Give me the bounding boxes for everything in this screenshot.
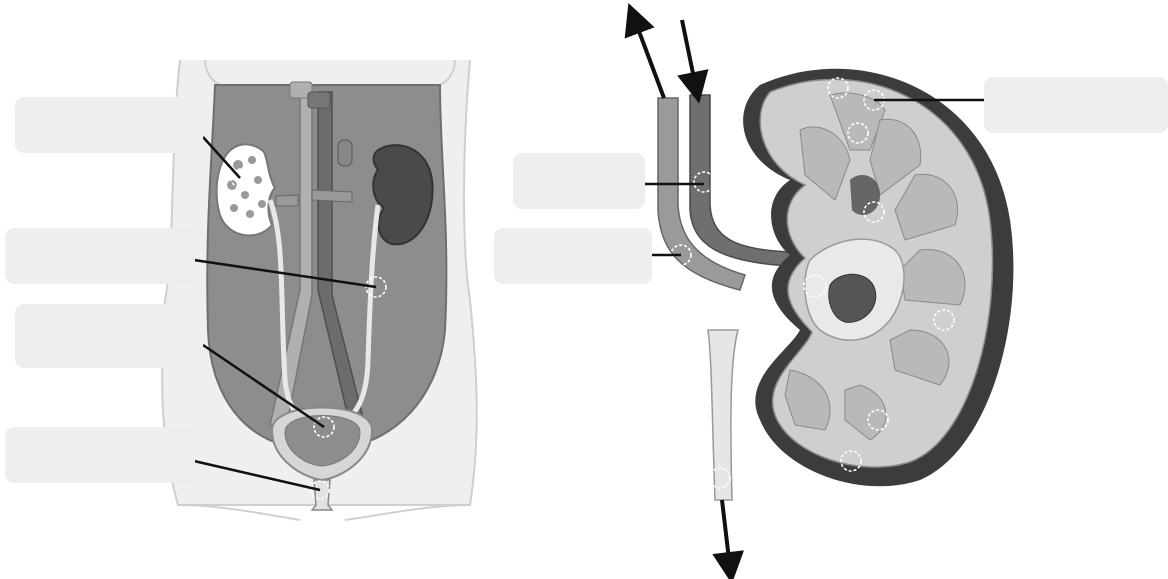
arrow-artery-in — [682, 20, 696, 88]
label-box-bladder[interactable] — [15, 304, 203, 368]
urethra — [312, 480, 332, 510]
label-box-renal-vein[interactable] — [494, 228, 652, 284]
arrow-ureter-out — [722, 500, 730, 568]
renal-ureter — [708, 330, 738, 500]
label-box-ureter[interactable] — [5, 228, 195, 284]
label-box-kidney[interactable] — [15, 97, 203, 153]
label-box-urethra[interactable] — [5, 427, 195, 483]
label-box-renal-artery[interactable] — [513, 153, 645, 209]
torso-illustration — [162, 60, 477, 520]
left-kidney — [217, 144, 275, 235]
arrow-vein-out — [634, 18, 664, 98]
label-box-nephron[interactable] — [984, 77, 1168, 133]
